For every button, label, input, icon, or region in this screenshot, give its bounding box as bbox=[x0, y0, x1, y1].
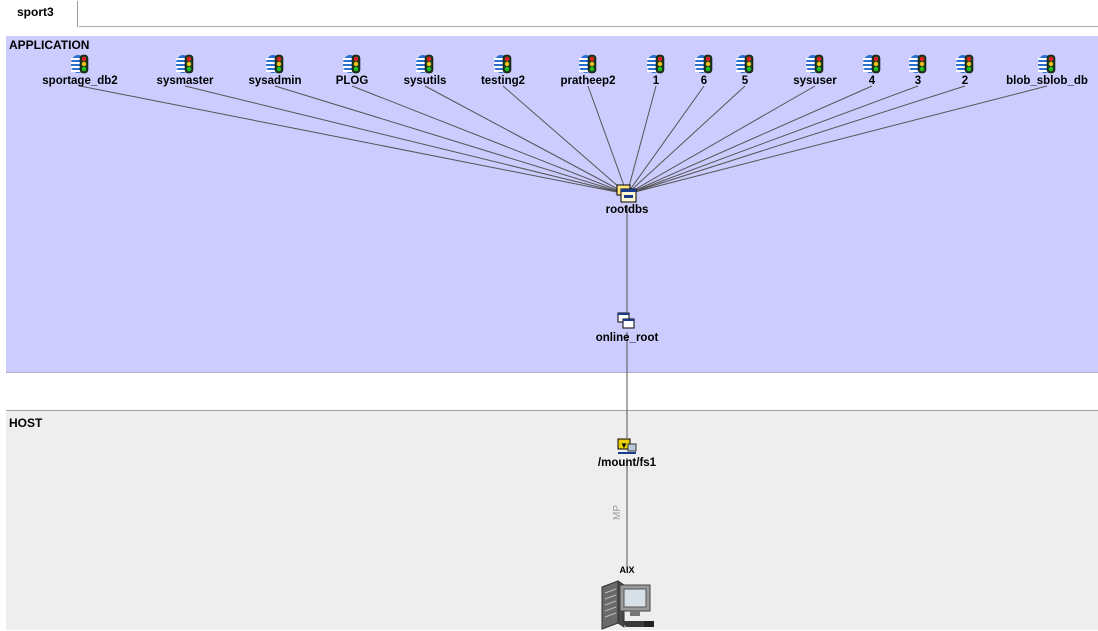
database-link bbox=[626, 85, 873, 195]
database-node[interactable]: sysadmin bbox=[225, 53, 325, 88]
database-link bbox=[184, 85, 628, 195]
host-node[interactable]: AIX bbox=[587, 564, 667, 631]
application-lane-title: APPLICATION bbox=[9, 38, 90, 52]
database-icon bbox=[806, 54, 824, 74]
database-link bbox=[79, 85, 628, 195]
online-root-node[interactable]: online_root bbox=[587, 312, 667, 345]
database-label: testing2 bbox=[480, 75, 526, 87]
mount-node[interactable]: ▼ /mount/fs1 bbox=[582, 437, 672, 470]
database-node[interactable]: sysmaster bbox=[135, 53, 235, 88]
dbspace-icon bbox=[616, 184, 637, 203]
database-icon bbox=[266, 54, 284, 74]
database-icon bbox=[863, 54, 881, 74]
database-icon bbox=[736, 54, 754, 74]
database-icon bbox=[579, 54, 597, 74]
database-link bbox=[424, 85, 628, 195]
database-node[interactable]: sysutils bbox=[375, 53, 475, 88]
database-link bbox=[626, 85, 966, 195]
mp-edge-label: MP bbox=[612, 505, 623, 520]
database-link bbox=[587, 85, 628, 195]
database-node[interactable]: sysuser bbox=[765, 53, 865, 88]
database-node[interactable]: 5 bbox=[695, 53, 795, 88]
database-link bbox=[274, 85, 628, 195]
tab-divider bbox=[79, 26, 1098, 27]
database-link bbox=[626, 85, 816, 195]
database-label: pratheep2 bbox=[560, 75, 616, 87]
database-icon bbox=[176, 54, 194, 74]
database-label: sysuser bbox=[793, 75, 837, 87]
database-link bbox=[626, 85, 657, 195]
host-os-label: AIX bbox=[619, 565, 635, 575]
database-links bbox=[79, 85, 1048, 195]
database-node[interactable]: PLOG bbox=[302, 53, 402, 88]
database-label: 1 bbox=[652, 75, 660, 87]
database-icon bbox=[343, 54, 361, 74]
database-icon bbox=[1038, 54, 1056, 74]
database-icon bbox=[647, 54, 665, 74]
database-link bbox=[626, 85, 705, 195]
tab-sport3[interactable]: sport3 bbox=[6, 1, 78, 27]
database-label: 5 bbox=[741, 75, 749, 87]
database-label: sysmaster bbox=[156, 75, 214, 87]
mount-label: /mount/fs1 bbox=[597, 457, 657, 469]
database-node[interactable]: pratheep2 bbox=[538, 53, 638, 88]
database-label: 4 bbox=[868, 75, 876, 87]
filesystem-icon: ▼ bbox=[617, 438, 637, 454]
tab-bar: sport3 bbox=[0, 0, 1098, 28]
database-node[interactable]: blob_sblob_db bbox=[997, 53, 1097, 88]
database-node[interactable]: 6 bbox=[654, 53, 754, 88]
database-node[interactable]: sportage_db2 bbox=[30, 53, 130, 88]
database-node[interactable]: 2 bbox=[915, 53, 1015, 88]
database-label: 3 bbox=[914, 75, 922, 87]
database-icon bbox=[416, 54, 434, 74]
chunk-icon bbox=[617, 312, 635, 329]
database-link bbox=[502, 85, 628, 195]
database-link bbox=[626, 85, 1048, 195]
database-link bbox=[626, 85, 919, 195]
database-node[interactable]: 3 bbox=[868, 53, 968, 88]
database-node[interactable]: testing2 bbox=[453, 53, 553, 88]
database-icon bbox=[695, 54, 713, 74]
database-label: 6 bbox=[700, 75, 708, 87]
application-lane: APPLICATION bbox=[6, 36, 1098, 373]
database-icon bbox=[909, 54, 927, 74]
online-root-label: online_root bbox=[595, 332, 659, 344]
database-icon bbox=[956, 54, 974, 74]
database-label: blob_sblob_db bbox=[1006, 75, 1088, 87]
database-label: sysadmin bbox=[248, 75, 302, 87]
rootdbs-label: rootdbs bbox=[605, 204, 649, 216]
server-computer-icon bbox=[601, 580, 654, 630]
database-icon bbox=[494, 54, 512, 74]
database-label: 2 bbox=[961, 75, 969, 87]
database-icon bbox=[71, 54, 89, 74]
database-label: PLOG bbox=[335, 75, 369, 87]
host-lane-title: HOST bbox=[9, 416, 43, 430]
database-node[interactable]: 1 bbox=[606, 53, 706, 88]
database-node[interactable]: 4 bbox=[822, 53, 922, 88]
svg-text:▼: ▼ bbox=[620, 441, 628, 450]
database-label: sysutils bbox=[403, 75, 447, 87]
database-link bbox=[351, 85, 628, 195]
rootdbs-node[interactable]: rootdbs bbox=[597, 184, 657, 217]
host-lane: HOST bbox=[6, 410, 1098, 630]
database-label: sportage_db2 bbox=[42, 75, 118, 87]
database-link bbox=[626, 85, 746, 195]
